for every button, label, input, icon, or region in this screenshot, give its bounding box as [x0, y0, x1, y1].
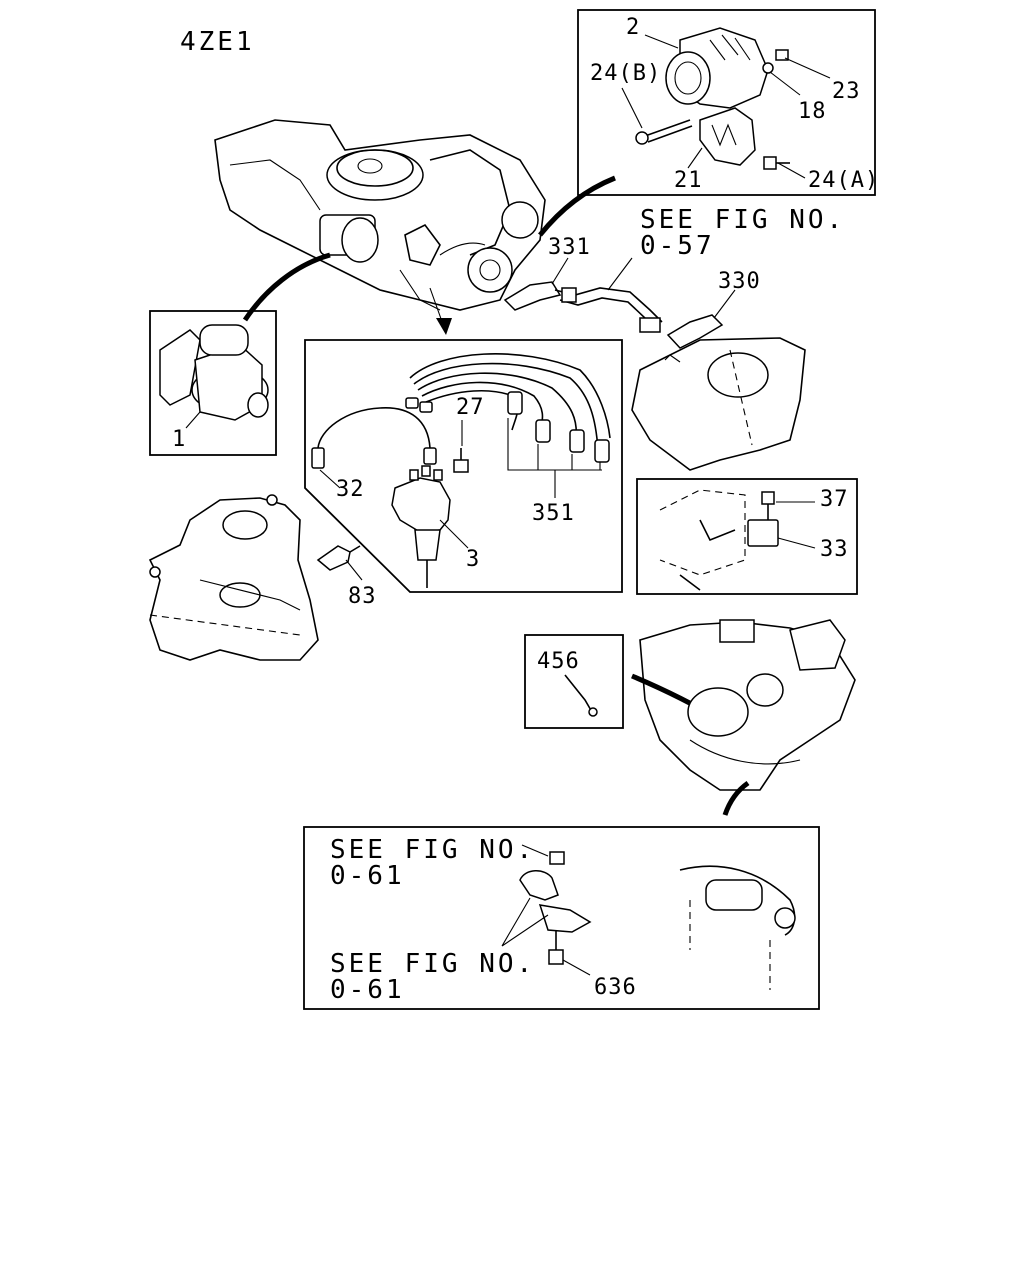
see-fig-0-61-number-bottom: 0-61 [330, 975, 405, 1005]
see-fig-0-57-label: SEE FIG NO. [640, 205, 845, 235]
callout-331: 331 [548, 235, 591, 260]
leader-3 [439, 519, 469, 549]
leader-24a [777, 162, 806, 179]
leader-21 [687, 147, 703, 169]
leader-330 [713, 289, 736, 319]
callout-21: 21 [674, 168, 703, 193]
leader-1 [185, 411, 201, 429]
callout-23: 23 [832, 79, 861, 104]
engine-mount-illustration [679, 865, 796, 990]
callout-27: 27 [456, 395, 485, 420]
alternator-illustration [665, 27, 769, 109]
alternator-bracket-illustration [699, 107, 756, 166]
starter-detail-box [149, 310, 277, 456]
callout-351: 351 [532, 501, 575, 526]
distributor-illustration [391, 465, 451, 588]
engine-harness-illustration [639, 619, 856, 791]
leader-0-61-top [521, 844, 549, 857]
leader-331 [551, 257, 569, 285]
temperature-sensor-83-illustration [316, 545, 361, 571]
mount-bracket-illustration [519, 851, 592, 965]
see-fig-0-61-number-top: 0-61 [330, 861, 405, 891]
callout-33: 33 [820, 537, 849, 562]
engine-code-title: 4ZE1 [180, 27, 255, 57]
callout-83: 83 [348, 584, 377, 609]
see-fig-0-57-number: 0-57 [640, 231, 715, 261]
leader-24b [621, 87, 643, 129]
nut-23-icon [775, 49, 789, 61]
hose-330-illustration [639, 314, 724, 349]
clip-456-illustration [564, 674, 598, 717]
callout-1: 1 [172, 427, 186, 452]
spark-plug-cables-illustration [405, 353, 611, 471]
starter-motor-illustration [159, 324, 269, 421]
callout-24b: 24(B) [590, 61, 661, 86]
bolt-27-illustration [453, 448, 469, 473]
leader-33 [777, 537, 816, 549]
alternator-pointer-curve [538, 175, 616, 237]
callout-456: 456 [537, 649, 580, 674]
relay-detail-box [636, 478, 858, 595]
leader-18 [769, 71, 801, 96]
throttle-body-illustration [631, 337, 806, 471]
bracket-pointer-curve [722, 780, 750, 816]
see-fig-0-61-label-bottom: SEE FIG NO. [330, 949, 535, 979]
callout-32: 32 [336, 477, 365, 502]
callout-3: 3 [466, 547, 480, 572]
callout-636: 636 [594, 975, 637, 1000]
leader-23 [784, 57, 831, 79]
leader-2 [644, 34, 679, 49]
bolt-24b-illustration [635, 119, 693, 145]
callout-37: 37 [820, 487, 849, 512]
bolt-24a-illustration [763, 156, 790, 170]
callout-24a: 24(A) [808, 168, 879, 193]
clip-detail-box [524, 634, 624, 729]
engine-assembly-illustration [214, 119, 546, 311]
relay-bracket-illustration [659, 489, 779, 591]
leader-32 [319, 469, 341, 489]
leader-83 [345, 559, 363, 581]
hose-331-illustration [503, 281, 663, 331]
callout-2: 2 [626, 15, 640, 40]
alternator-detail-box [577, 9, 876, 196]
ignition-detail-box [304, 339, 623, 593]
leader-0-61-bottom [501, 897, 549, 947]
intake-manifold-illustration [148, 494, 319, 661]
callout-18: 18 [798, 99, 827, 124]
arrow-head-icon [436, 318, 452, 335]
coil-wire-illustration [311, 407, 437, 469]
callout-330: 330 [718, 269, 761, 294]
see-fig-0-61-label-top: SEE FIG NO. [330, 835, 535, 865]
washer-18-icon [762, 62, 774, 74]
leader-0-57 [607, 257, 633, 291]
bracket-detail-box [303, 826, 820, 1010]
leader-636 [562, 959, 591, 976]
